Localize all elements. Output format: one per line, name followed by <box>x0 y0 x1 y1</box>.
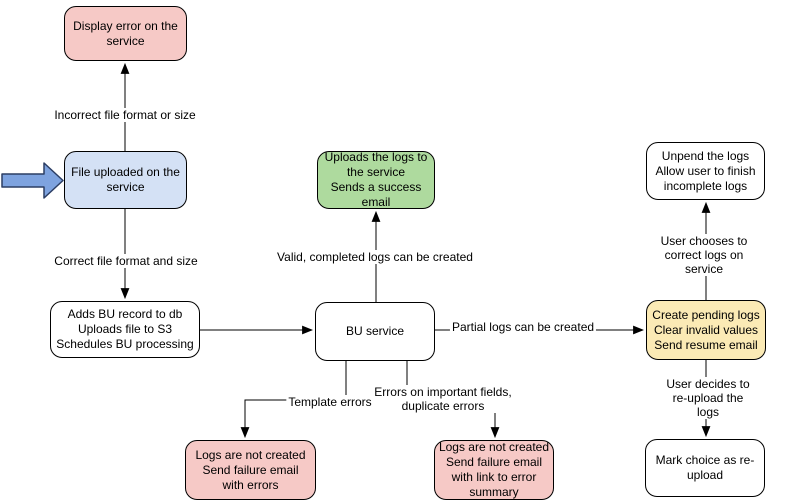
node-adds-bu-record: Adds BU record to db Uploads file to S3 … <box>50 301 200 358</box>
node-display-error: Display error on the service <box>64 6 187 61</box>
node-unpend-logs: Unpend the logs Allow user to finish inc… <box>646 142 765 200</box>
node-logs-not-created-errors-label: Logs are not created Send failure email … <box>195 447 306 492</box>
node-create-pending-logs: Create pending logs Clear invalid values… <box>646 300 766 360</box>
node-bu-service: BU service <box>315 302 435 361</box>
node-display-error-label: Display error on the service <box>73 18 178 48</box>
edge-label-important-fields: Errors on important fields, duplicate er… <box>372 385 514 413</box>
node-create-pending-logs-label: Create pending logs Clear invalid values… <box>652 307 760 352</box>
node-unpend-logs-label: Unpend the logs Allow user to finish inc… <box>655 148 756 193</box>
edge-label-user-chooses: User chooses to correct logs on service <box>655 234 753 276</box>
edge-label-valid-logs: Valid, completed logs can be created <box>275 250 475 264</box>
edge-label-incorrect-format: Incorrect file format or size <box>52 108 198 122</box>
node-file-uploaded: File uploaded on the service <box>64 151 187 209</box>
edge-label-template-errors: Template errors <box>286 395 374 409</box>
node-adds-bu-record-label: Adds BU record to db Uploads file to S3 … <box>56 307 194 351</box>
node-logs-not-created-summary: Logs are not created Send failure email … <box>434 440 554 500</box>
edge-label-user-decides: User decides to re-upload the logs <box>661 377 755 419</box>
node-mark-choice-reupload: Mark choice as re- upload <box>645 439 765 497</box>
start-block-arrow-icon <box>1 162 64 199</box>
node-logs-not-created-summary-label: Logs are not created Send failure email … <box>438 440 550 499</box>
node-bu-service-label: BU service <box>345 324 404 338</box>
edge-label-correct-format: Correct file format and size <box>52 254 200 268</box>
node-mark-choice-reupload-label: Mark choice as re- upload <box>655 453 755 482</box>
edge-label-partial-logs: Partial logs can be created <box>449 320 597 334</box>
node-uploads-logs: Uploads the logs to the service Sends a … <box>317 150 435 209</box>
node-logs-not-created-errors: Logs are not created Send failure email … <box>185 440 316 500</box>
node-file-uploaded-label: File uploaded on the service <box>71 165 180 194</box>
node-uploads-logs-label: Uploads the logs to the service Sends a … <box>324 150 428 209</box>
